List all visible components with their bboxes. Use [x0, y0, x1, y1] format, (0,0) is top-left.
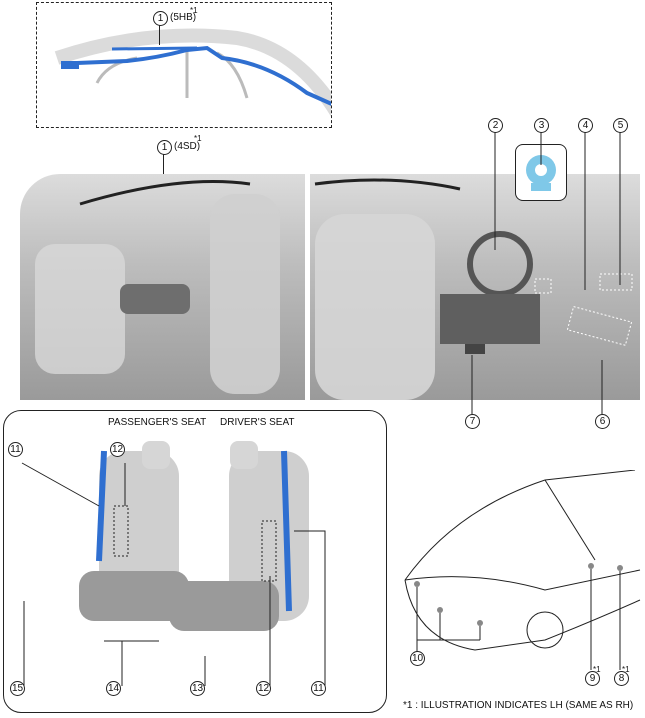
- leader-line: [159, 25, 160, 45]
- callout-13: 13: [190, 681, 205, 696]
- callout-12-passenger: 12: [110, 442, 125, 457]
- curtain-airbag-5hb-illustration: [54, 28, 353, 117]
- callout-14: 14: [106, 681, 121, 696]
- callout-7: 7: [465, 414, 480, 429]
- callout-1-5hb: 1: [153, 11, 168, 26]
- callout-12-driver: 12: [256, 681, 271, 696]
- callout-11-passenger: 11: [8, 442, 23, 457]
- seats-illustration: [21, 441, 326, 686]
- callout-9: 9: [585, 671, 600, 686]
- callout-5hb-note: *1: [190, 6, 198, 15]
- exterior-car-illustration: [404, 470, 641, 670]
- seat-panel: [3, 410, 387, 713]
- driver-seat-label: DRIVER'S SEAT: [220, 417, 295, 428]
- clock-spring-inset: [515, 144, 567, 201]
- callout-4sd-note: *1: [194, 134, 202, 143]
- callout-15: 15: [10, 681, 25, 696]
- callout-8: 8: [614, 671, 629, 686]
- callout-5hb-label: (5HB): [170, 12, 197, 23]
- callout-1-4sd: 1: [157, 140, 172, 155]
- callout-11-driver: 11: [311, 681, 326, 696]
- footnote: *1 : ILLUSTRATION INDICATES LH (SAME AS …: [403, 700, 634, 711]
- callout-3: 3: [534, 118, 549, 133]
- passenger-seat-label: PASSENGER'S SEAT: [108, 417, 207, 428]
- callout-6: 6: [595, 414, 610, 429]
- callout-10: 10: [410, 651, 425, 666]
- leader-lines: [471, 132, 621, 414]
- callout-8-note: *1: [622, 665, 630, 674]
- leader-line: [163, 154, 164, 174]
- callout-9-note: *1: [593, 665, 601, 674]
- rear-interior-illustration: [20, 174, 305, 400]
- hatchback-inset: [36, 2, 353, 128]
- callout-4sd-label: (4SD): [174, 141, 201, 152]
